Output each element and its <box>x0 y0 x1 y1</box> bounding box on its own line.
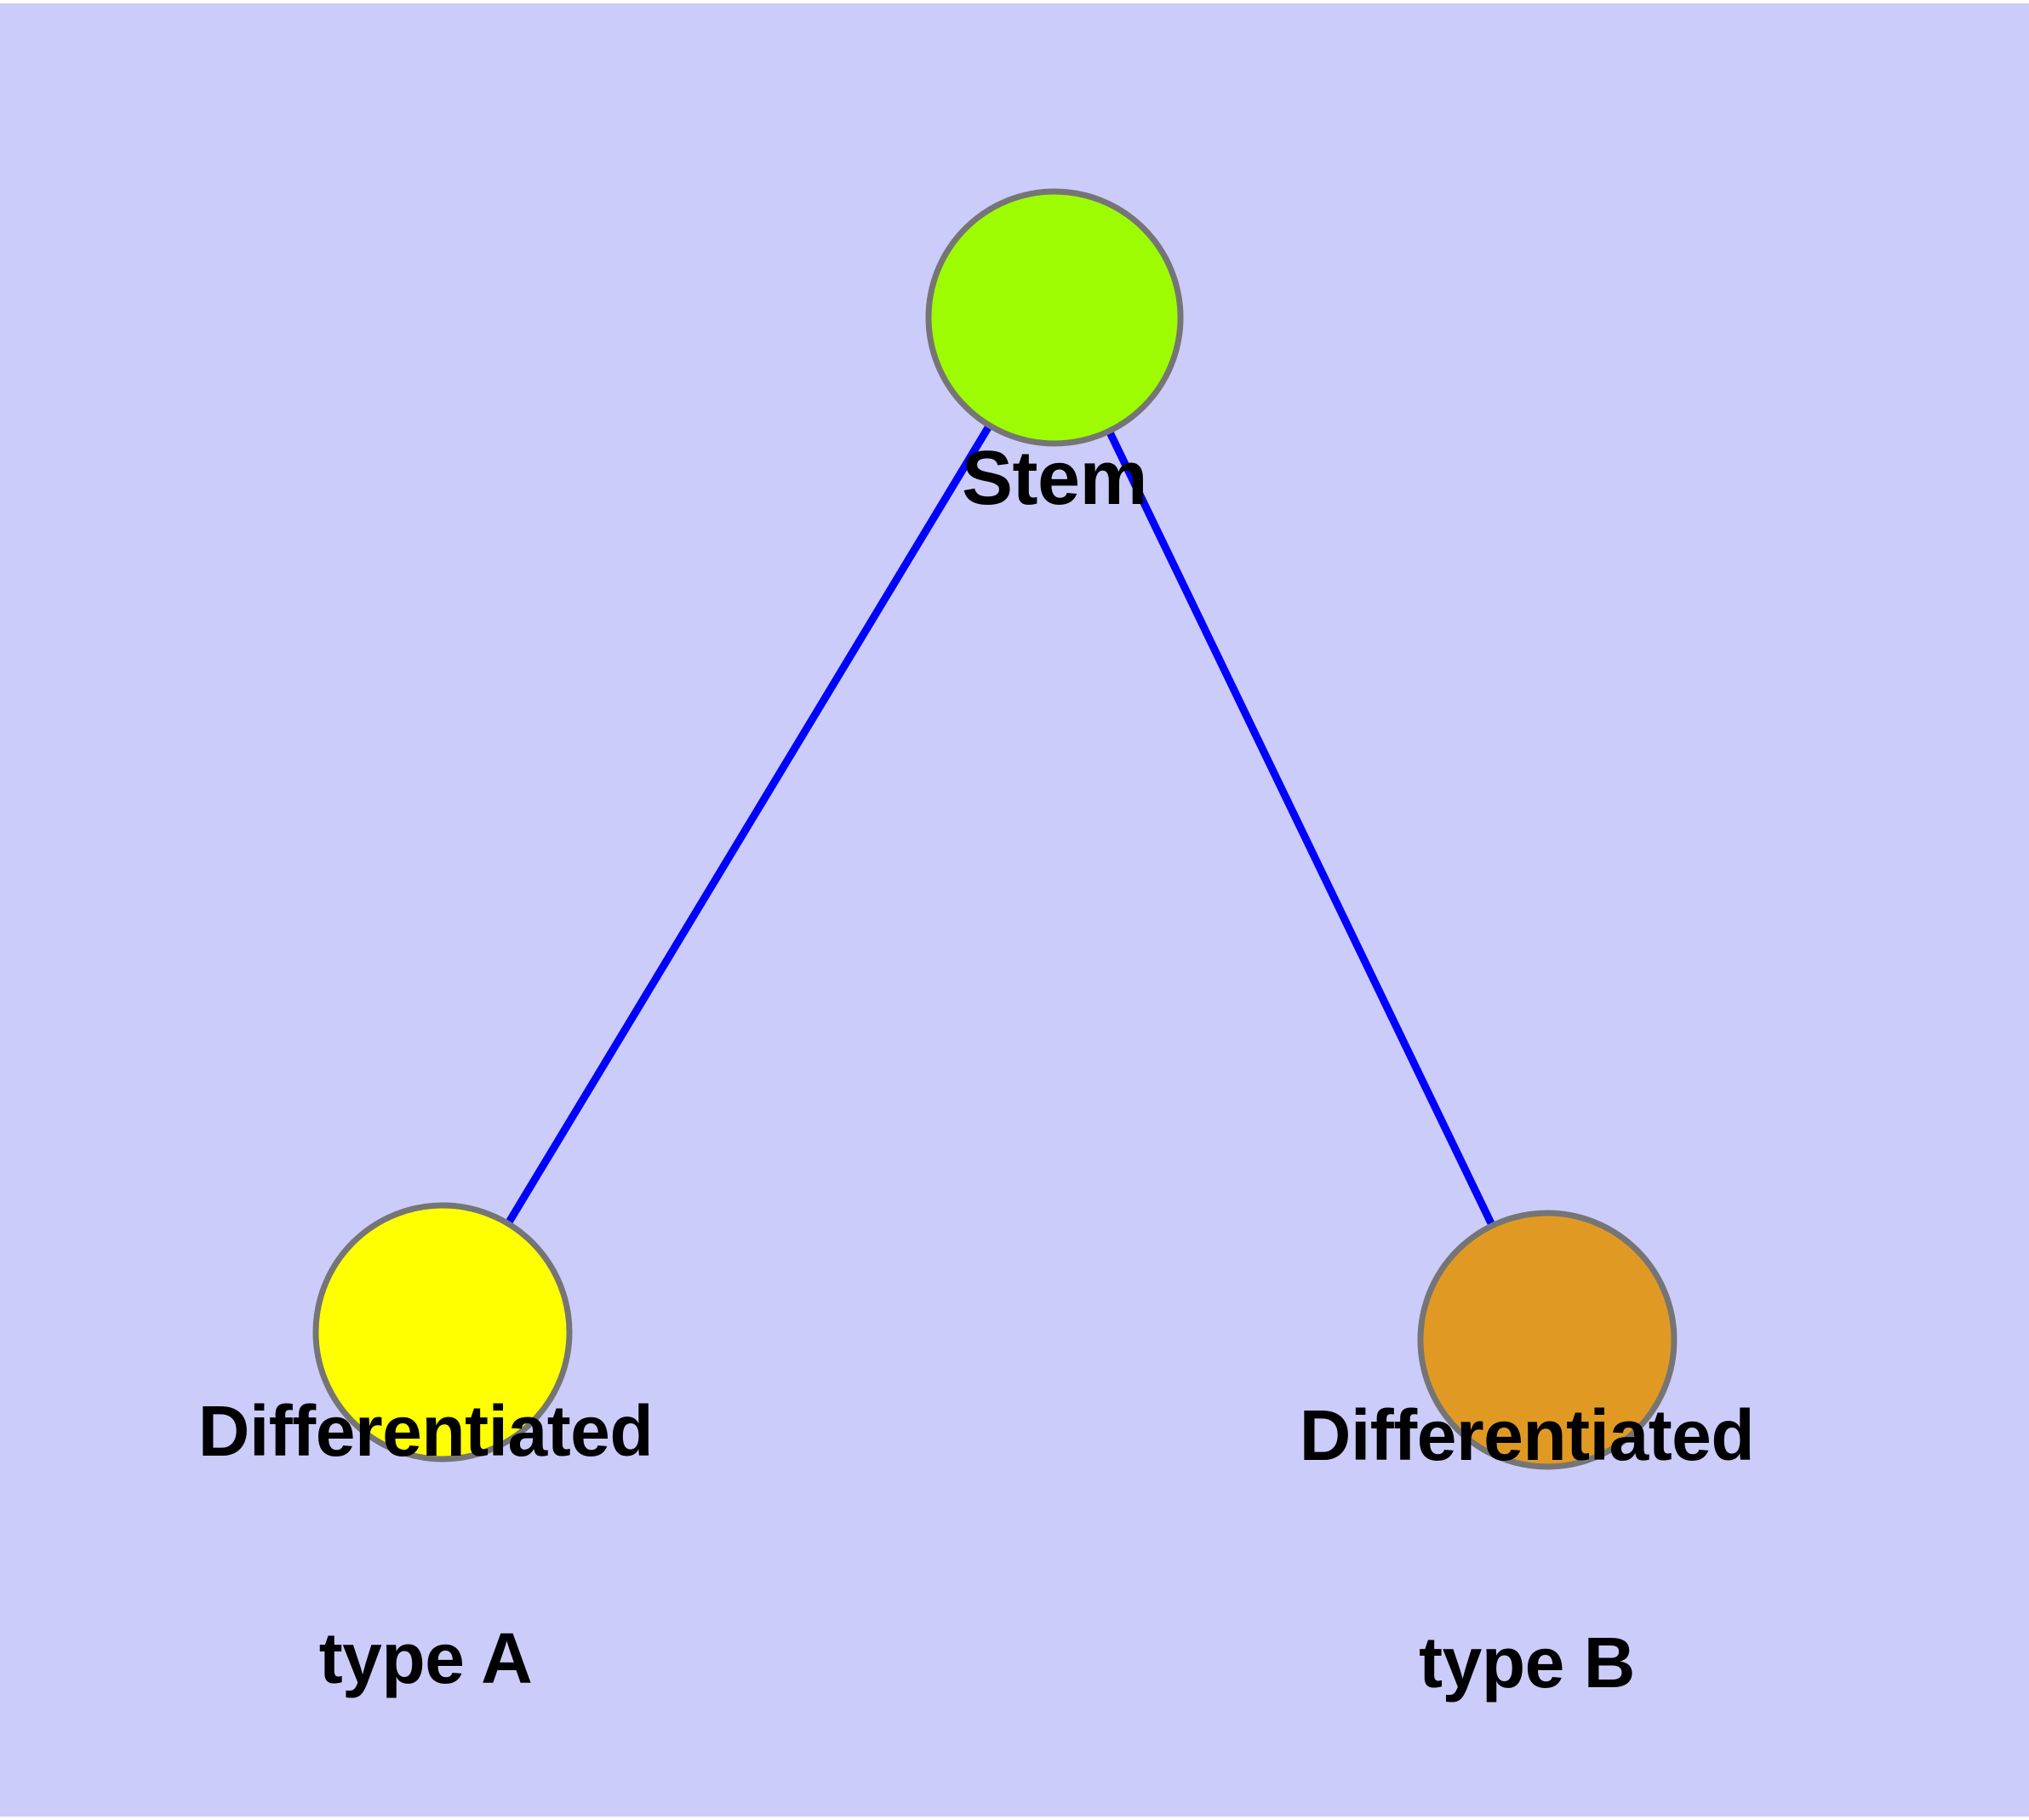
edge-stem-to-differentiated-type-b[interactable] <box>1105 428 1496 1228</box>
top-margin-strip <box>0 0 2029 3</box>
node-stem[interactable] <box>925 188 1184 447</box>
node-layer <box>312 188 1677 1470</box>
edge-stem-to-differentiated-type-a[interactable] <box>504 422 993 1227</box>
node-differentiated-type-a[interactable] <box>312 1202 573 1462</box>
edge-layer <box>504 422 1496 1228</box>
bottom-margin-strip <box>0 1817 2029 1820</box>
node-differentiated-type-b[interactable] <box>1417 1210 1677 1470</box>
